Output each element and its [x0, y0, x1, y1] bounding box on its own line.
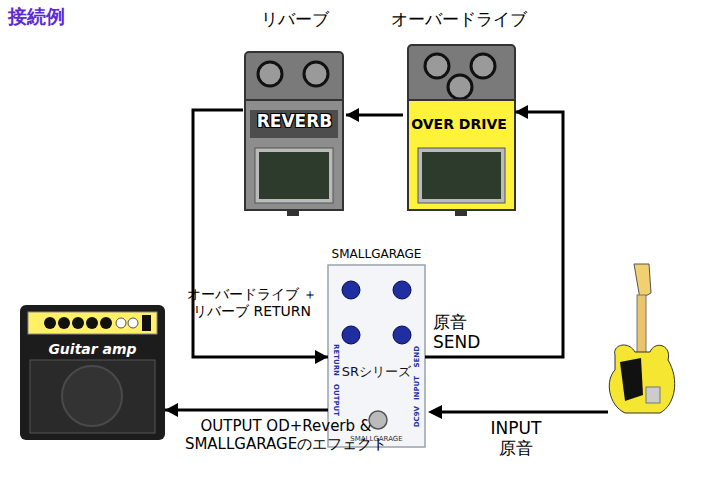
- node-text: OUTPUT: [332, 384, 340, 416]
- amp-panel: [28, 312, 157, 334]
- footswitch: [422, 152, 501, 199]
- connector: [193, 110, 328, 364]
- connector-line: [346, 114, 403, 117]
- node-text: REVERB: [257, 112, 333, 132]
- footswitch: [259, 152, 329, 199]
- knob: [342, 326, 360, 344]
- overdrive-pedal-node: オーバードライブOVER DRIVE: [403, 6, 515, 218]
- arrowhead: [515, 105, 528, 119]
- footswitch-frame: [255, 148, 333, 203]
- diagram-title: 接続例: [8, 4, 65, 30]
- amp-knob: [100, 317, 112, 329]
- amp-node: Guitar amp: [20, 305, 165, 440]
- knob: [342, 281, 360, 299]
- node-text: リバーブ: [261, 10, 329, 30]
- knob: [393, 326, 411, 344]
- knob: [304, 62, 328, 86]
- pedal-tab: [287, 210, 299, 216]
- amp-knob: [72, 317, 84, 329]
- connector-line: [165, 409, 328, 412]
- connector: [425, 105, 563, 357]
- amp-cabinet: [20, 305, 165, 440]
- reverb-pedal: [245, 52, 343, 216]
- footswitch: [369, 411, 387, 429]
- overdrive-pedal: [408, 45, 515, 216]
- knob: [425, 54, 449, 78]
- guitar-neck: [637, 295, 646, 357]
- connector-line: [425, 112, 563, 357]
- knob: [448, 75, 472, 99]
- signal-label: INPUT 原音: [480, 418, 552, 459]
- node-text: DC9V: [413, 406, 421, 427]
- guitar-pickguard: [620, 358, 643, 401]
- guitar-headstock: [634, 264, 651, 299]
- guitar-bridge: [646, 387, 660, 403]
- amp-switch: [142, 315, 151, 331]
- guitar: [609, 264, 674, 413]
- amp-knob: [86, 317, 98, 329]
- arrowhead: [428, 405, 442, 419]
- amp-knob: [128, 318, 138, 328]
- amp-knob: [44, 317, 56, 329]
- guitar-body: [609, 345, 674, 413]
- node-text: SRシリーズ: [342, 365, 411, 380]
- arrowhead: [165, 403, 178, 417]
- pedal-top: [245, 52, 343, 102]
- pedal-body: [408, 100, 515, 210]
- footswitch-frame: [418, 148, 505, 203]
- node-text: RETURN: [332, 344, 340, 376]
- node-text: INPUT: [413, 376, 421, 400]
- amp-knob: [58, 317, 70, 329]
- label-plate: [250, 110, 338, 138]
- arrowhead: [346, 108, 359, 122]
- connector: [165, 403, 328, 417]
- pedal-tab: [455, 210, 467, 216]
- node-text: オーバードライブ: [391, 10, 527, 30]
- knob: [258, 62, 282, 86]
- node-text: Guitar amp: [48, 341, 136, 357]
- knob: [393, 281, 411, 299]
- node-text: SMALLGARAGE: [332, 248, 422, 262]
- amp-knob: [116, 318, 126, 328]
- connector: [346, 108, 403, 122]
- input-wire: [440, 411, 608, 414]
- connector-line: [193, 110, 328, 357]
- node-text: OVER DRIVE: [411, 116, 507, 132]
- edge-label: オーバードライブ ＋ リバーブ RETURN: [184, 286, 320, 320]
- guitar-amp: [20, 305, 165, 440]
- pedal-body: [245, 100, 343, 210]
- edge-label: OUTPUT OD+Reverb & SMALLGARAGEのエフェクト: [180, 417, 392, 453]
- reverb-pedal-node: リバーブ REVERB: [243, 6, 346, 218]
- arrowhead: [315, 350, 328, 364]
- pedal-top: [408, 45, 515, 102]
- edge-label: 原音 SEND: [433, 312, 495, 353]
- knob: [471, 54, 495, 78]
- node-text: SEND: [413, 346, 421, 368]
- amp-grille: [30, 360, 155, 433]
- amp-speaker: [62, 366, 122, 426]
